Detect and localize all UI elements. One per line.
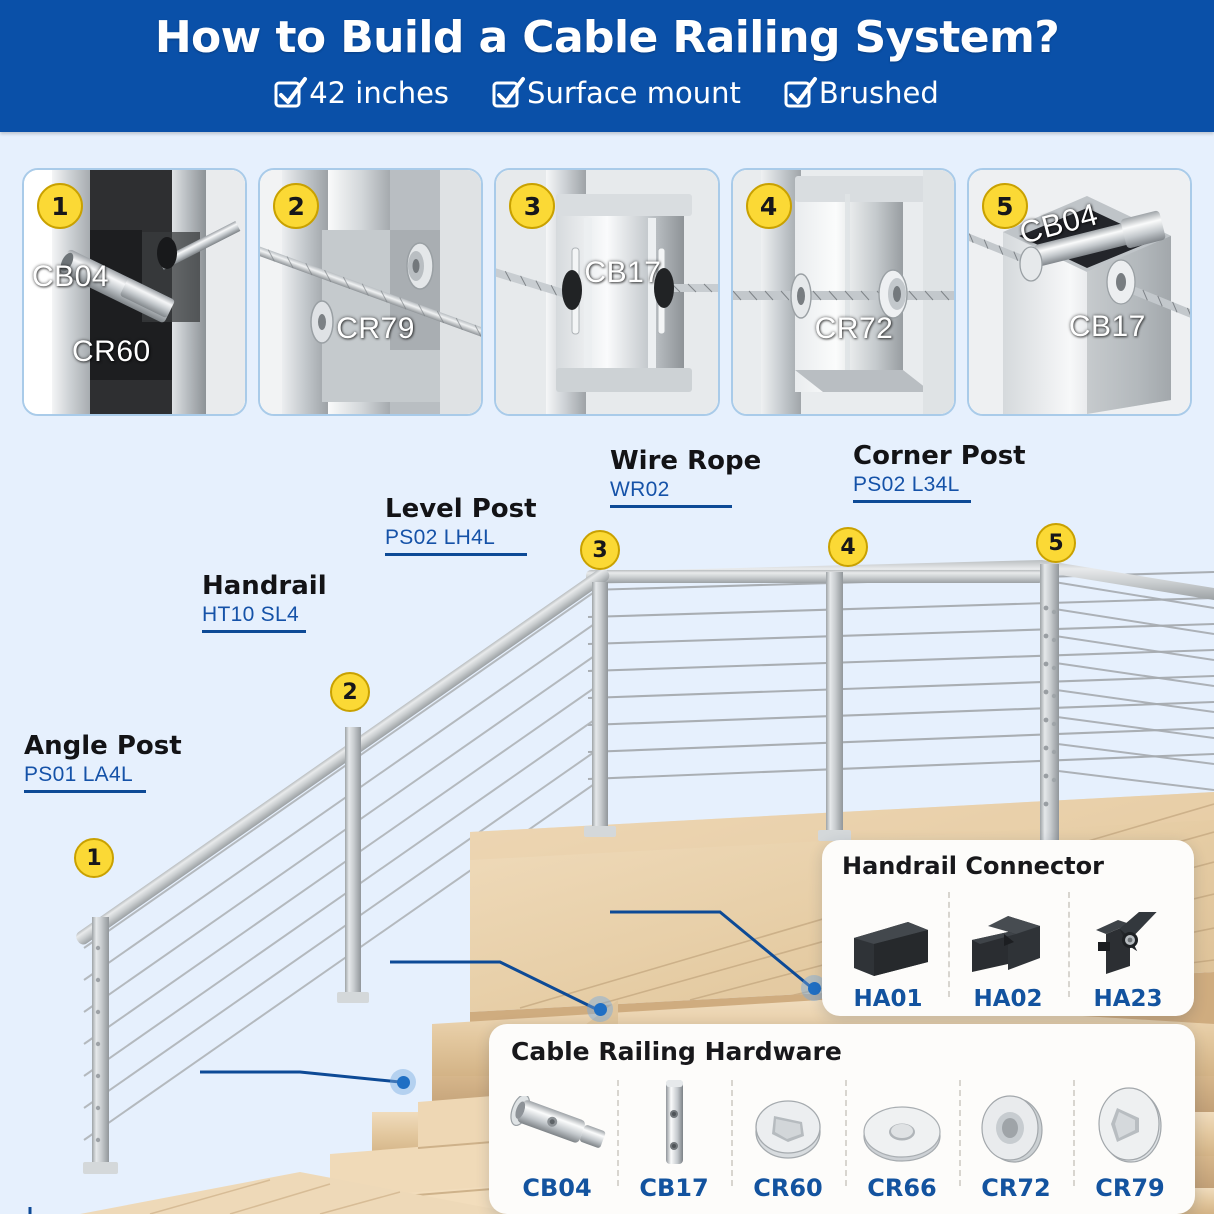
thumb-2-label-1: CR79 xyxy=(336,312,415,345)
callout-code-handrail: HT10 SL4 xyxy=(202,603,299,627)
callout-underline-2 xyxy=(202,630,306,634)
product-code-cr72: CR72 xyxy=(981,1174,1051,1202)
connector-straight-icon xyxy=(844,912,932,980)
step-badge-3: 3 xyxy=(509,183,556,229)
swage-stud-icon xyxy=(497,1096,617,1168)
step-badge-5: 5 xyxy=(981,183,1028,229)
cable-railing-hardware-panel: Cable Railing Hardware xyxy=(489,1024,1195,1214)
callout-title-corner-post: Corner Post xyxy=(853,441,1026,471)
spec-label-3: Brushed xyxy=(818,76,939,110)
marker-dot-3 xyxy=(587,996,613,1022)
spec-label-2: Surface mount xyxy=(527,76,741,110)
callout-level-post: Level Post PS02 LH4L xyxy=(385,494,537,557)
header-banner: How to Build a Cable Railing System? 42 … xyxy=(0,0,1214,132)
product-code-cb17: CB17 xyxy=(639,1174,709,1202)
cable-railing-hardware-title: Cable Railing Hardware xyxy=(511,1037,842,1066)
spec-label-1: 42 inches xyxy=(309,76,450,110)
callout-title-level-post: Level Post xyxy=(385,494,537,524)
product-item-cb04[interactable]: CB04 xyxy=(497,1072,617,1202)
checkbox-checked-icon xyxy=(492,76,526,107)
callout-code-level-post: PS02 LH4L xyxy=(385,526,496,550)
product-item-cr60[interactable]: CR60 xyxy=(731,1072,845,1202)
callout-underline-5 xyxy=(853,500,971,504)
step-thumbnail-1[interactable]: CB04 CR60 1 xyxy=(22,168,248,416)
handrail-connector-panel: Handrail Connector HA01 xyxy=(822,840,1194,1016)
callout-title-handrail: Handrail xyxy=(202,571,327,601)
product-item-cr72[interactable]: CR72 xyxy=(959,1072,1073,1202)
step-badge-4: 4 xyxy=(745,183,792,229)
product-code-ha23: HA23 xyxy=(1093,986,1163,1012)
page-title: How to Build a Cable Railing System? xyxy=(154,12,1060,63)
product-item-ha23[interactable]: HA23 xyxy=(1068,884,1188,1012)
product-item-ha02[interactable]: HA02 xyxy=(948,884,1068,1012)
callout-underline-3 xyxy=(385,553,527,557)
callout-code-corner-post: PS02 L34L xyxy=(853,473,960,497)
connector-adjustable-icon xyxy=(1084,912,1172,980)
marker-dot-2 xyxy=(390,1069,416,1095)
step-thumbnail-4[interactable]: CR72 4 xyxy=(730,168,956,416)
callout-angle-post: Angle Post PS01 LA4L xyxy=(24,731,182,794)
product-code-cb04: CB04 xyxy=(522,1174,592,1202)
product-code-ha02: HA02 xyxy=(973,986,1043,1012)
callout-title-angle-post: Angle Post xyxy=(24,731,182,761)
step-thumbnail-strip: CB04 CR60 1 xyxy=(22,168,1193,416)
thumb-1-label-1: CB04 xyxy=(32,260,110,293)
angled-washer-icon xyxy=(1087,1084,1173,1168)
thumb-5-image xyxy=(968,170,1191,414)
diagram-badge-1: 1 xyxy=(74,838,114,878)
product-item-ha01[interactable]: HA01 xyxy=(828,884,948,1012)
diagram-badge-5: 5 xyxy=(1036,523,1076,563)
step-badge-2: 2 xyxy=(273,183,320,229)
step-thumbnail-2[interactable]: CR79 2 xyxy=(258,168,484,416)
step-thumbnail-5[interactable]: CB04 CB17 5 xyxy=(966,168,1193,416)
spec-list: 42 inches Surface mount xyxy=(0,76,1214,110)
thumb-3-label-1: CB17 xyxy=(584,256,662,289)
spec-item-1: 42 inches xyxy=(274,76,450,110)
checkbox-checked-icon xyxy=(784,76,817,107)
step-thumbnail-3[interactable]: CB17 3 xyxy=(494,168,720,416)
thumb-1-image xyxy=(24,170,246,414)
product-code-ha01: HA01 xyxy=(853,986,923,1012)
callout-handrail: Handrail HT10 SL4 xyxy=(202,571,327,634)
callout-underline-4 xyxy=(610,505,732,509)
checkbox-checked-icon xyxy=(274,76,308,107)
callout-code-wire-rope: WR02 xyxy=(610,478,670,502)
diagram-badge-3: 3 xyxy=(580,530,620,570)
product-item-cr79[interactable]: CR79 xyxy=(1073,1072,1187,1202)
hex-washer-icon xyxy=(746,1092,830,1168)
callout-title-wire-rope: Wire Rope xyxy=(610,446,762,476)
connector-corner-icon xyxy=(964,912,1052,980)
product-item-cr66[interactable]: CR66 xyxy=(845,1072,959,1202)
callout-wire-rope: Wire Rope WR02 xyxy=(610,446,762,509)
step-badge-1: 1 xyxy=(37,183,83,229)
product-code-cr60: CR60 xyxy=(753,1174,823,1202)
handrail-connector-title: Handrail Connector xyxy=(842,852,1104,880)
product-code-cr66: CR66 xyxy=(867,1174,937,1202)
cable-tensioner-icon xyxy=(644,1076,704,1168)
spec-item-3: Brushed xyxy=(784,76,939,110)
thumb-4-label-1: CR72 xyxy=(814,312,894,345)
diagram-badge-4: 4 xyxy=(828,527,868,567)
callout-code-angle-post: PS01 LA4L xyxy=(24,763,133,787)
flat-washer-icon xyxy=(855,1096,949,1168)
product-item-cb17[interactable]: CB17 xyxy=(617,1072,731,1202)
stepped-washer-icon xyxy=(974,1088,1058,1168)
diagram-badge-2: 2 xyxy=(330,672,370,712)
spec-item-2: Surface mount xyxy=(492,76,741,110)
product-code-cr79: CR79 xyxy=(1095,1174,1165,1202)
thumb-1-label-2: CR60 xyxy=(72,335,151,368)
callout-underline-1 xyxy=(24,790,146,794)
callout-corner-post: Corner Post PS02 L34L xyxy=(853,441,1026,504)
thumb-5-label-2: CB17 xyxy=(1068,310,1146,343)
